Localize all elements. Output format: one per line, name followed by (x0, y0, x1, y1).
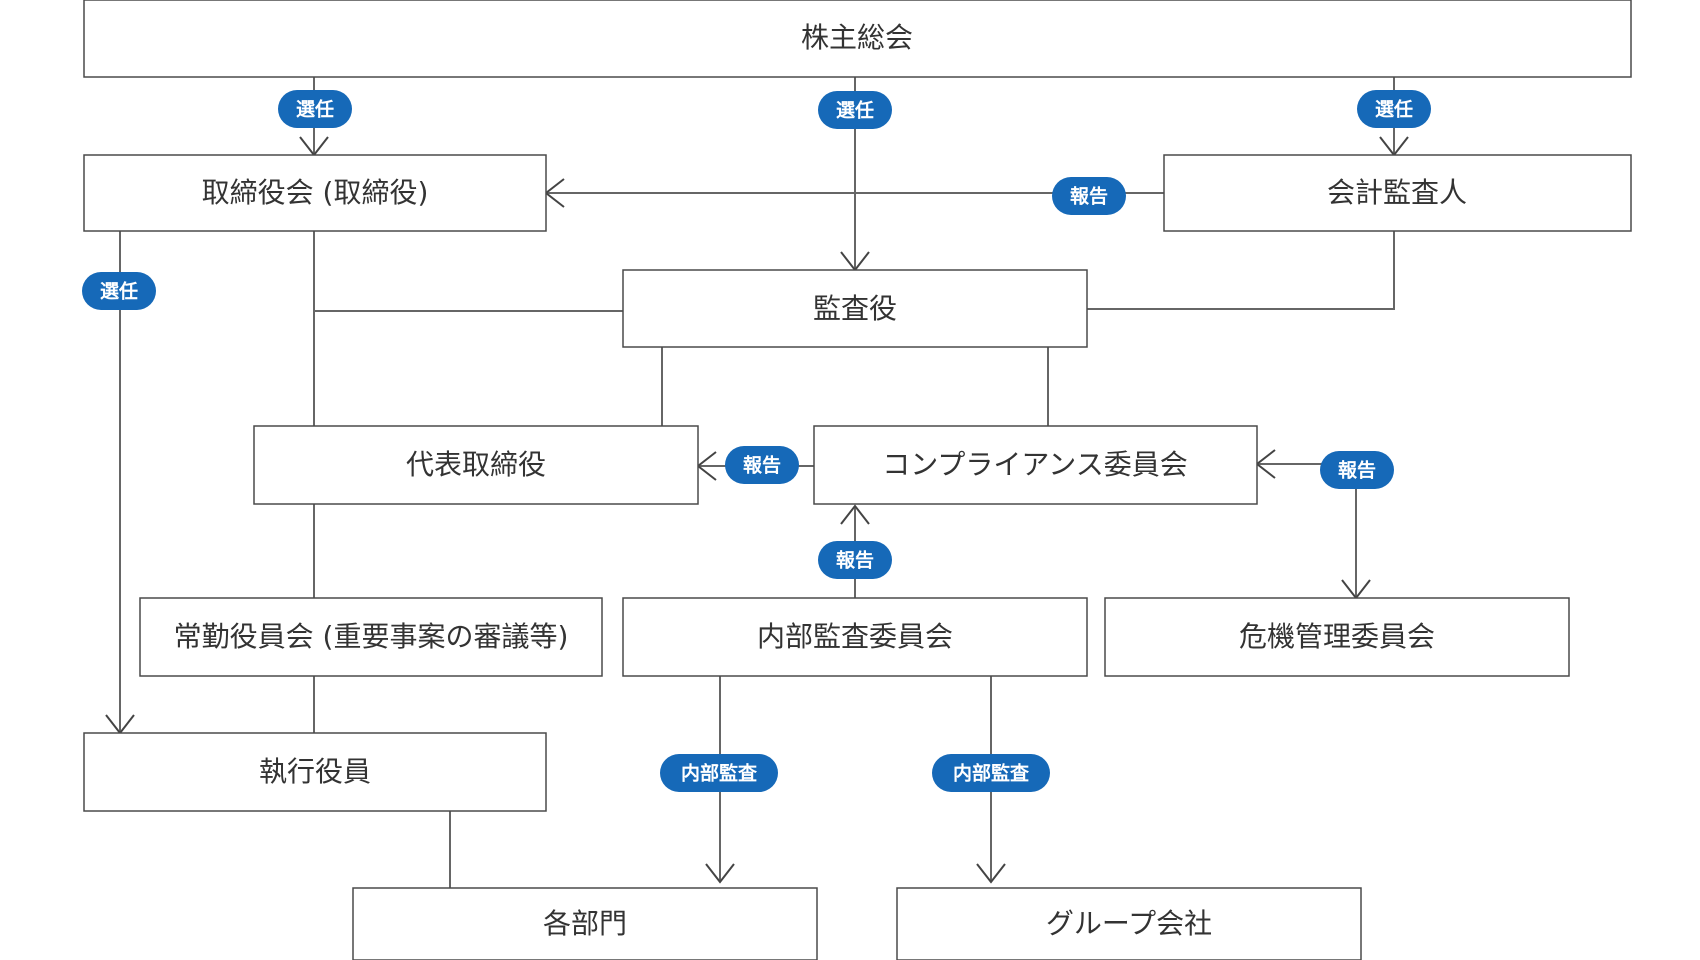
node-compliance-label: コンプライアンス委員会 (882, 448, 1187, 481)
arrowhead-up-compliance (840, 504, 870, 525)
tag-report-compliance: 報告 (725, 446, 799, 484)
tag-elect-officers-label: 選任 (100, 280, 138, 303)
tag-audit-departments-label: 内部監査 (681, 762, 758, 785)
tag-report-accountant-label: 報告 (1070, 185, 1108, 208)
tag-report-internal: 報告 (818, 541, 892, 579)
tag-elect-audit: 選任 (818, 91, 892, 129)
node-group-companies-label: グループ会社 (1046, 907, 1212, 940)
node-officers-label: 執行役員 (259, 755, 371, 788)
node-officers: 執行役員 (83, 732, 547, 812)
tag-report-internal-label: 報告 (836, 549, 874, 572)
node-representative: 代表取締役 (253, 425, 699, 505)
tag-elect-audit-label: 選任 (836, 99, 874, 122)
tag-elect-board: 選任 (278, 90, 352, 128)
tag-report-compliance-label: 報告 (743, 454, 781, 477)
tag-audit-group-label: 内部監査 (953, 762, 1030, 785)
node-board: 取締役会 (取締役) (83, 154, 547, 232)
tag-audit-departments: 内部監査 (660, 754, 778, 792)
tag-report-accountant: 報告 (1052, 177, 1126, 215)
node-accountant-label: 会計監査人 (1327, 176, 1467, 209)
node-crisis-committee-label: 危機管理委員会 (1239, 620, 1435, 653)
node-audit-board: 監査役 (622, 269, 1088, 348)
edge-accountant-audit-board (1087, 231, 1395, 310)
node-executive-committee-label: 常勤役員会 (重要事案の審議等) (174, 620, 569, 653)
node-departments: 各部門 (352, 887, 818, 960)
node-internal-audit-label: 内部監査委員会 (757, 620, 953, 653)
tag-report-crisis: 報告 (1320, 451, 1394, 489)
tag-report-crisis-label: 報告 (1338, 459, 1376, 482)
arrowhead-down-group (976, 863, 1006, 884)
node-audit-board-label: 監査役 (813, 292, 897, 325)
tag-elect-officers: 選任 (82, 272, 156, 310)
arrowhead-down-departments (705, 863, 735, 884)
node-internal-audit: 内部監査委員会 (622, 597, 1088, 677)
node-board-label: 取締役会 (取締役) (202, 176, 429, 209)
node-shareholders: 株主総会 (83, 0, 1632, 78)
tag-elect-accountant-label: 選任 (1375, 98, 1413, 121)
node-compliance: コンプライアンス委員会 (813, 425, 1258, 505)
node-shareholders-label: 株主総会 (801, 21, 913, 54)
node-crisis-committee: 危機管理委員会 (1104, 597, 1570, 677)
tag-audit-group: 内部監査 (932, 754, 1050, 792)
tag-elect-accountant: 選任 (1357, 90, 1431, 128)
tag-elect-board-label: 選任 (296, 98, 334, 121)
node-group-companies: グループ会社 (896, 887, 1362, 960)
node-representative-label: 代表取締役 (406, 448, 546, 481)
node-executive-committee: 常勤役員会 (重要事案の審議等) (139, 597, 603, 677)
node-accountant: 会計監査人 (1163, 154, 1632, 232)
node-departments-label: 各部門 (543, 907, 627, 940)
